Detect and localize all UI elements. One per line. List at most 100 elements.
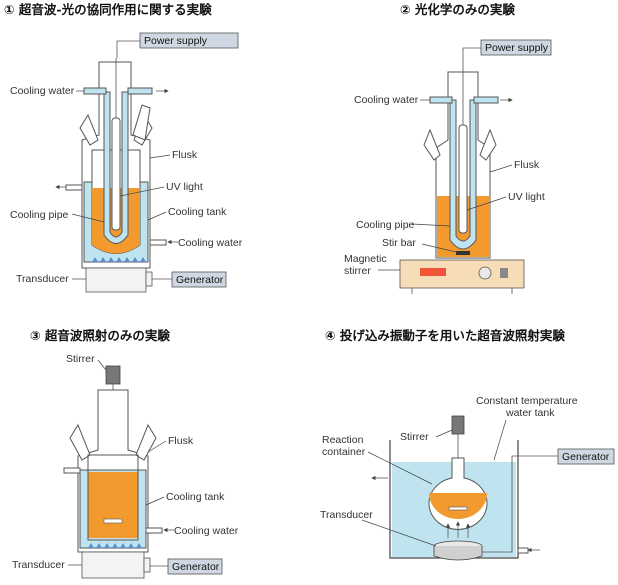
stirrer-label: Stirrer	[66, 353, 95, 365]
generator-box	[171, 271, 227, 288]
cooling-tank-label-3: Cooling tank	[166, 491, 225, 503]
cooling-pipe-lead-2	[411, 223, 451, 227]
tank-side-tube-right-3	[145, 527, 163, 534]
cooling-pipe-lead	[71, 213, 105, 223]
panel-1-heading: ① 超音波-光の協同作用に関する実験	[4, 2, 212, 17]
ultrasound-waves	[92, 257, 146, 262]
uv-light-lead	[119, 186, 165, 197]
transducer-label-3: Transducer	[12, 559, 65, 571]
panel-3: ③ 超音波照射のみの実験 Stirrer Transducer Generato…	[12, 328, 239, 579]
cooling-pipe-label-2: Cooling pipe	[356, 219, 415, 231]
constant-temp-label-1: Constant temperature	[476, 395, 578, 407]
side-neck-left-3	[69, 423, 91, 461]
flusk-label: Flusk	[172, 149, 198, 161]
transducer-connector-3	[143, 557, 151, 573]
reaction-label-2: container	[322, 446, 366, 458]
stirrer-motor-4	[451, 415, 465, 435]
generator-label-4: Generator	[562, 451, 610, 463]
generator-box-4	[557, 448, 615, 465]
cooling-outlet-tube	[127, 87, 153, 95]
reaction-liquid-4b	[429, 493, 487, 519]
panel-2: ② 光化学のみの実験 Power supply Cooling water Fl…	[344, 2, 552, 294]
water-in-tube	[517, 547, 529, 554]
flusk-lead-2	[489, 164, 513, 173]
transducer-label-4: Transducer	[320, 509, 373, 521]
transducer-body-4	[433, 546, 483, 561]
reaction-label-1: Reaction	[322, 434, 364, 446]
stir-bar-lead	[421, 243, 457, 253]
tank-side-tube-right	[149, 239, 167, 246]
transducer-lead-4	[361, 519, 437, 547]
transducer-connector	[145, 271, 153, 287]
cooling-inlet-tube	[83, 87, 107, 95]
cooling-pipe-label: Cooling pipe	[10, 209, 69, 221]
generator-box-3	[167, 558, 223, 575]
flusk-lead-3	[147, 440, 167, 453]
generator-cable-4	[482, 455, 558, 553]
uv-light-lead-2	[466, 196, 507, 211]
side-neck-right-2	[132, 104, 151, 141]
panel-4: ④ 投げ込み振動子を用いた超音波照射実験 Constant temperatur…	[320, 328, 615, 561]
generator-label: Generator	[176, 274, 224, 286]
side-neck-right-2b	[479, 128, 497, 161]
stirrer-motor	[105, 365, 121, 385]
ultrasound-arrows-4	[445, 521, 471, 538]
flusk-label-2: Flusk	[514, 159, 540, 171]
power-supply-box	[139, 32, 239, 49]
generator-label-3: Generator	[172, 561, 220, 573]
cooling-inlet-tube-2	[429, 96, 453, 104]
uv-lamp	[111, 117, 121, 231]
stirrer-lead	[97, 359, 107, 371]
stir-bar-label: Stir bar	[382, 237, 416, 249]
stirrer-switch	[500, 268, 508, 278]
transducer-label: Transducer	[16, 273, 69, 285]
panel-1: ① 超音波-光の協同作用に関する実験 Power supply Cooling …	[4, 2, 243, 293]
reaction-lead	[367, 451, 433, 485]
tank-side-tube-left-3	[63, 467, 81, 474]
tank-side-tube-left	[65, 184, 83, 191]
stir-bar	[456, 251, 470, 255]
stirrer-blade	[103, 518, 123, 524]
power-supply-box-2	[480, 39, 552, 56]
reaction-liquid-3	[88, 472, 138, 538]
power-cable-2	[462, 47, 481, 72]
cooling-outlet-tube-2	[473, 96, 499, 104]
cooling-water-label-2: Cooling water	[354, 94, 419, 106]
reaction-flask-3	[87, 454, 139, 541]
magnetic-stirrer-label-1: Magnetic	[344, 253, 387, 265]
stirrer-label-4: Stirrer	[400, 431, 429, 443]
uv-light-label-2: UV light	[508, 191, 545, 203]
panel-4-heading: ④ 投げ込み振動子を用いた超音波照射実験	[325, 328, 565, 343]
cooling-pipe	[103, 91, 129, 244]
cooling-water-top-label: Cooling water	[10, 85, 75, 97]
panel-3-heading: ③ 超音波照射のみの実験	[30, 328, 170, 343]
stirrer-blade-4	[448, 506, 468, 511]
transducer-body-3	[81, 551, 145, 579]
uv-lamp-2	[458, 124, 468, 234]
side-neck-right-3	[135, 423, 157, 461]
flusk-lead	[149, 154, 171, 159]
magnetic-stirrer-label-2: stirrer	[344, 265, 371, 277]
cooling-water-bottom-label: Cooling water	[178, 237, 243, 249]
side-neck-left-2	[423, 128, 441, 161]
stirrer-display	[420, 268, 446, 276]
flusk-label-3: Flusk	[168, 435, 194, 447]
stirrer-lead-4	[435, 429, 453, 438]
constant-temp-label-2: water tank	[505, 407, 555, 419]
cooling-tank-lead	[147, 211, 167, 221]
constant-temp-lead	[493, 419, 507, 461]
cooling-tank-lead-3	[145, 496, 165, 506]
ultrasound-waves-3	[88, 543, 142, 548]
stirrer-knob	[478, 266, 492, 280]
cooling-pipe-2	[449, 99, 477, 250]
power-supply-label: Power supply	[144, 35, 208, 47]
transducer-body	[85, 267, 147, 293]
uv-light-label: UV light	[166, 181, 203, 193]
power-supply-label-2: Power supply	[485, 42, 549, 54]
cooling-tank-label: Cooling tank	[168, 206, 227, 218]
panel-2-heading: ② 光化学のみの実験	[400, 2, 515, 17]
cooling-water-label-3: Cooling water	[174, 525, 239, 537]
side-neck-left	[79, 113, 99, 146]
power-cable	[116, 40, 140, 58]
